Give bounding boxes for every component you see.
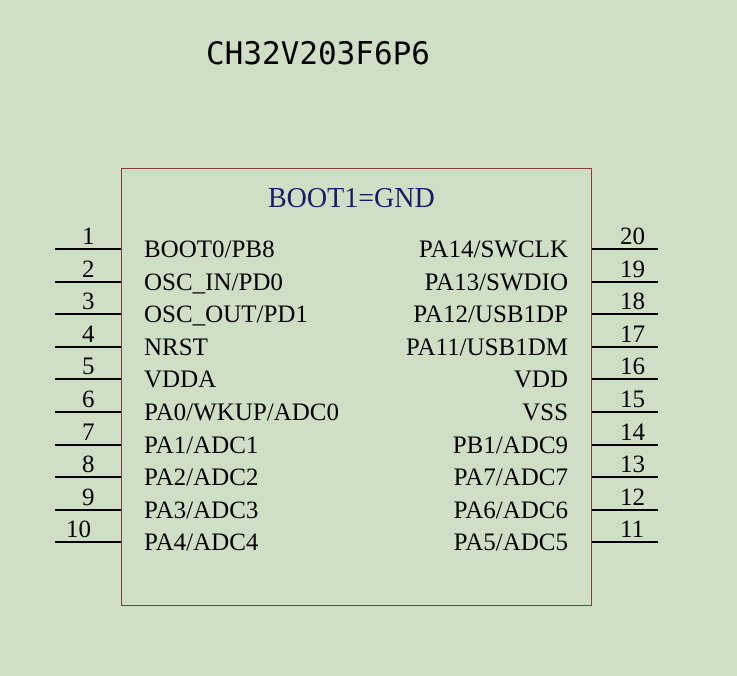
pin-line-right-14[interactable]: [592, 444, 658, 446]
pin-line-right-15[interactable]: [592, 411, 658, 413]
pin-label-left: BOOT0/PB8: [144, 236, 275, 263]
pin-label-right: PA7/ADC7: [453, 464, 568, 491]
pin-number-right: 11: [620, 516, 645, 543]
pin-line-left-6[interactable]: [55, 411, 121, 413]
pin-label-right: PA6/ADC6: [453, 497, 568, 524]
pin-label-left: PA1/ADC1: [144, 432, 259, 459]
pin-number-right: 15: [620, 386, 645, 413]
pin-line-right-19[interactable]: [592, 281, 658, 283]
pin-label-left: OSC_IN/PD0: [144, 269, 283, 296]
pin-number-right: 16: [620, 353, 645, 380]
pin-number-left: 9: [82, 484, 95, 511]
pin-number-left: 3: [82, 288, 95, 315]
pin-label-right: PA12/USB1DP: [413, 301, 568, 328]
pin-line-left-2[interactable]: [55, 281, 121, 283]
pin-line-left-5[interactable]: [55, 378, 121, 380]
pin-line-right-17[interactable]: [592, 346, 658, 348]
pin-label-right: PA14/SWCLK: [418, 236, 568, 263]
pin-line-right-12[interactable]: [592, 509, 658, 511]
pin-number-right: 20: [620, 223, 645, 250]
pin-line-left-4[interactable]: [55, 346, 121, 348]
pin-label-right: PB1/ADC9: [452, 432, 568, 459]
ic-body-outline[interactable]: [121, 168, 592, 606]
pin-number-right: 13: [620, 451, 645, 478]
pin-label-left: OSC_OUT/PD1: [144, 301, 308, 328]
chip-part-number: CH32V203F6P6: [206, 36, 430, 72]
pin-number-left: 2: [82, 256, 95, 283]
pin-label-right: VDD: [513, 366, 568, 393]
pin-label-right: PA11/USB1DM: [405, 334, 568, 361]
pin-number-right: 19: [620, 256, 645, 283]
pin-number-left: 4: [82, 321, 95, 348]
pin-number-right: 17: [620, 321, 645, 348]
pin-label-left: PA2/ADC2: [144, 464, 259, 491]
pin-line-right-16[interactable]: [592, 378, 658, 380]
pin-label-right: PA13/SWDIO: [424, 269, 568, 296]
pin-line-left-8[interactable]: [55, 476, 121, 478]
pin-line-left-3[interactable]: [55, 313, 121, 315]
pin-label-right: PA5/ADC5: [453, 529, 568, 556]
pin-label-right: VSS: [522, 399, 568, 426]
pin-number-left: 1: [82, 223, 95, 250]
pin-label-left: NRST: [144, 334, 208, 361]
pin-line-left-10[interactable]: [55, 541, 121, 543]
pin-number-right: 14: [620, 419, 645, 446]
pin-line-right-11[interactable]: [592, 541, 658, 543]
pin-number-left: 7: [82, 419, 95, 446]
pin-number-left: 8: [82, 451, 95, 478]
pin-label-left: PA0/WKUP/ADC0: [144, 399, 339, 426]
pin-label-left: PA4/ADC4: [144, 529, 259, 556]
pin-line-right-20[interactable]: [592, 248, 658, 250]
pin-number-left: 5: [82, 353, 95, 380]
pin-line-left-1[interactable]: [55, 248, 121, 250]
pin-number-right: 18: [620, 288, 645, 315]
pin-label-left: VDDA: [144, 366, 217, 393]
boot-config-note: BOOT1=GND: [268, 183, 435, 214]
pin-number-right: 12: [620, 484, 645, 511]
pin-number-left: 6: [82, 386, 95, 413]
pin-line-right-13[interactable]: [592, 476, 658, 478]
pin-line-right-18[interactable]: [592, 313, 658, 315]
pin-line-left-9[interactable]: [55, 509, 121, 511]
pin-label-left: PA3/ADC3: [144, 497, 259, 524]
pin-line-left-7[interactable]: [55, 444, 121, 446]
pin-number-left: 10: [66, 516, 91, 543]
